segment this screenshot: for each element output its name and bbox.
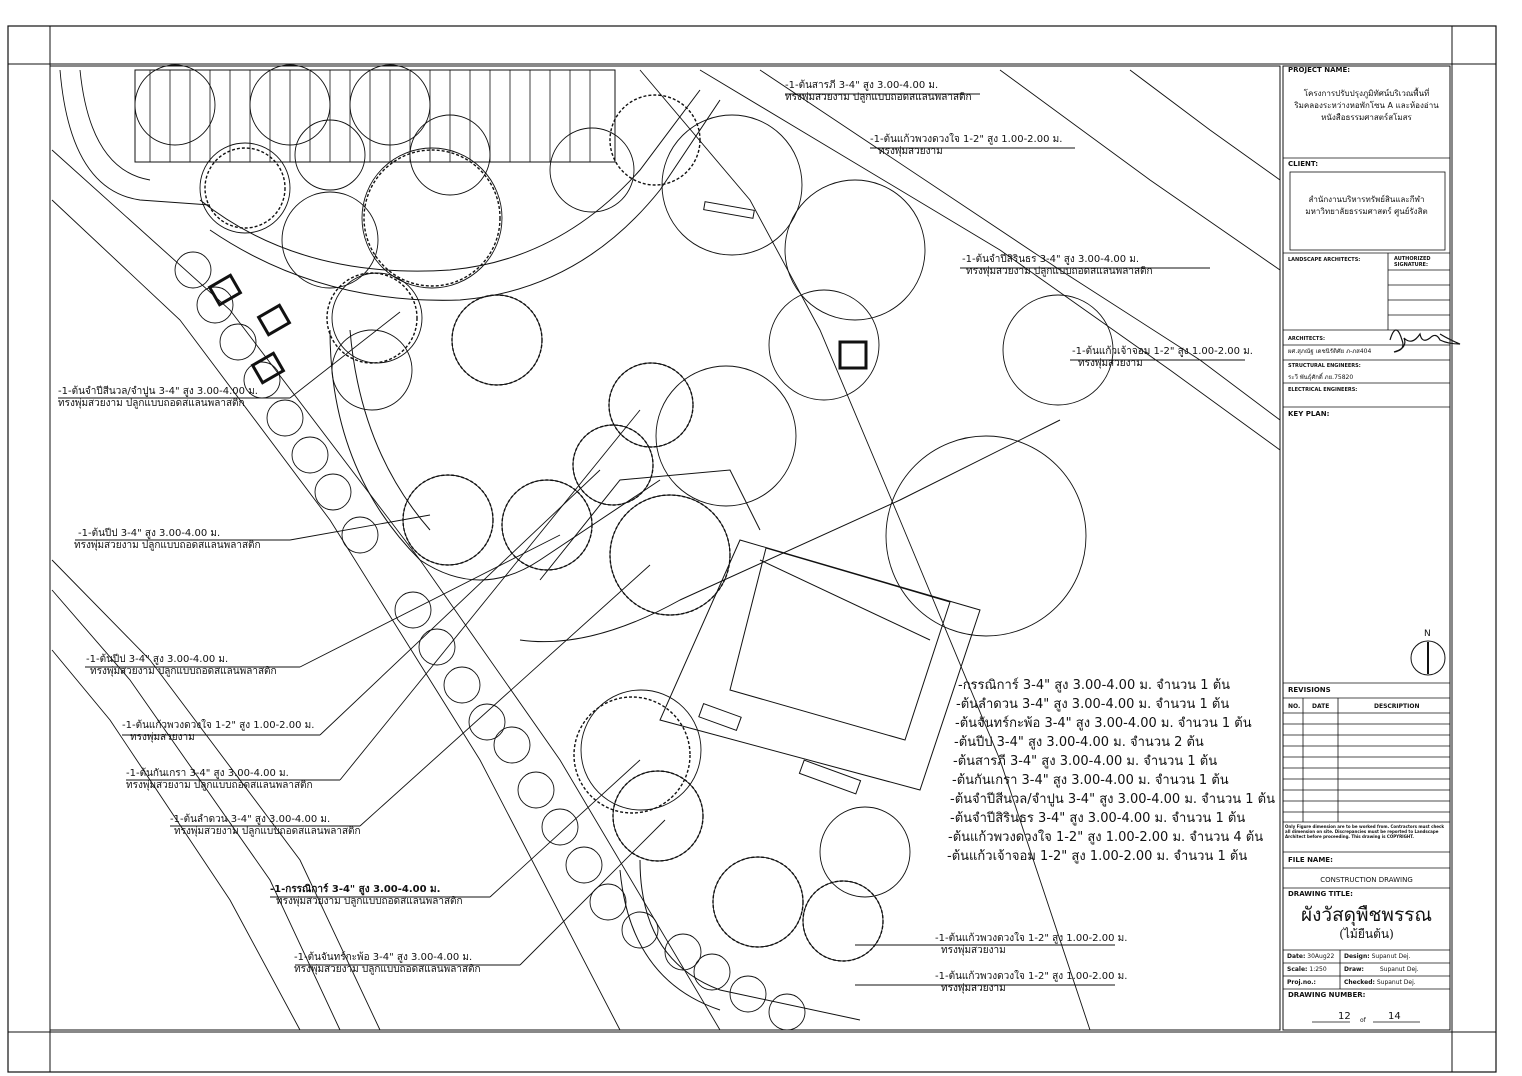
- design-field: Design: Supanut Dej.: [1344, 953, 1411, 960]
- summary-item: -ต้นจำปีสิรินธร 3-4" สูง 3.00-4.00 ม. จำ…: [950, 811, 1246, 826]
- summary-item: -ต้นจันทร์กะพ้อ 3-4" สูง 3.00-4.00 ม. จำ…: [955, 716, 1252, 731]
- label-kaew-puang-2: -1-ต้นแก้วพวงดวงใจ 1-2" สูง 1.00-2.00 ม.…: [122, 720, 315, 743]
- north-arrow-icon: N: [1424, 629, 1431, 639]
- scale-field: Scale: 1:250: [1287, 966, 1327, 973]
- architect-name: ผศ.สุภณัฐ เดชนิรัติศัย ภ-ภส404: [1288, 348, 1372, 355]
- copyright-note: Only Figure dimension are to be worked f…: [1285, 824, 1445, 839]
- revisions-label: REVISIONS: [1288, 686, 1331, 694]
- drawing-title-label: DRAWING TITLE:: [1288, 890, 1353, 898]
- signature: [1389, 329, 1461, 353]
- structural-engineer-name: ระวี พันธุ์ศักดิ์ ภย.75820: [1288, 374, 1354, 381]
- rev-col-date: DATE: [1312, 703, 1330, 710]
- project-name-label: PROJECT NAME:: [1288, 66, 1351, 74]
- summary-item: -ต้นแก้วเจ้าจอม 1-2" สูง 1.00-2.00 ม. จำ…: [947, 849, 1248, 864]
- summary-item: -ต้นปีป 3-4" สูง 3.00-4.00 ม. จำนวน 2 ต้…: [954, 735, 1204, 750]
- label-lamduan: -1-ต้นลำดวน 3-4" สูง 3.00-4.00 ม.ทรงพุ่ม…: [170, 814, 361, 837]
- file-name: CONSTRUCTION DRAWING: [1320, 876, 1413, 884]
- label-kaew-chao-chom: -1-ต้นแก้วเจ้าจอม 1-2" สูง 1.00-2.00 ม.ท…: [1072, 346, 1253, 369]
- label-champi-sirindhorn: -1-ต้นจำปีสิรินธร 3-4" สูง 3.00-4.00 ม.ท…: [962, 254, 1153, 277]
- summary-item: -ต้นลำดวน 3-4" สูง 3.00-4.00 ม. จำนวน 1 …: [956, 697, 1230, 712]
- rev-col-no: NO.: [1288, 703, 1301, 710]
- drawing-number-label: DRAWING NUMBER:: [1288, 991, 1366, 999]
- label-champi-sinuan: -1-ต้นจำปีสีนวล/จำปูน 3-4" สูง 3.00-4.00…: [58, 386, 258, 409]
- project-name: โครงการปรับปรุงภูมิทัศน์บริเวณพื้นที่ ริ…: [1294, 89, 1439, 122]
- summary-item: -ต้นแก้วพวงดวงใจ 1-2" สูง 1.00-2.00 ม. จ…: [948, 830, 1264, 845]
- file-name-label: FILE NAME:: [1288, 856, 1333, 864]
- label-chan-kapho: -1-ต้นจันทร์กะพ้อ 3-4" สูง 3.00-4.00 ม.ท…: [294, 952, 481, 975]
- summary-item: -ต้นกันเกรา 3-4" สูง 3.00-4.00 ม. จำนวน …: [952, 773, 1229, 788]
- label-peep-2: -1-ต้นปีป 3-4" สูง 3.00-4.00 ม.ทรงพุ่มสว…: [86, 654, 277, 677]
- proj-no-field: Proj.no.:: [1287, 979, 1316, 986]
- sheet-total: 14: [1388, 1011, 1401, 1022]
- drawing-title: ผังวัสดุพืชพรรณ: [1301, 904, 1432, 926]
- label-kan-krao: -1-ต้นกันเกรา 3-4" สูง 3.00-4.00 ม.ทรงพุ…: [126, 768, 313, 791]
- drawing-subtitle: (ไม้ยืนต้น): [1339, 927, 1394, 941]
- architects-label: ARCHITECTS:: [1288, 336, 1325, 342]
- rev-col-description: DESCRIPTION: [1374, 703, 1420, 710]
- sheet-number: 12: [1338, 1011, 1351, 1022]
- landscape-architects-label: LANDSCAPE ARCHITECTS:: [1288, 257, 1361, 263]
- summary-item: -ต้นจำปีสีนวล/จำปูน 3-4" สูง 3.00-4.00 ม…: [950, 792, 1276, 807]
- label-kaew-puang-4: -1-ต้นแก้วพวงดวงใจ 1-2" สูง 1.00-2.00 ม.…: [935, 971, 1128, 994]
- key-plan-label: KEY PLAN:: [1288, 410, 1330, 418]
- summary-item: -กรรณิการ์ 3-4" สูง 3.00-4.00 ม. จำนวน 1…: [958, 678, 1231, 693]
- label-kaew-puang-1: -1-ต้นแก้วพวงดวงใจ 1-2" สูง 1.00-2.00 ม.…: [870, 134, 1063, 157]
- title-block: PROJECT NAME: โครงการปรับปรุงภูมิทัศน์บร…: [1284, 64, 1449, 1032]
- plant-summary-list: -กรรณิการ์ 3-4" สูง 3.00-4.00 ม. จำนวน 1…: [947, 676, 1276, 866]
- label-kannika: -1-กรรณิการ์ 3-4" สูง 3.00-4.00 ม.ทรงพุ่…: [270, 884, 463, 907]
- label-peep-1: -1-ต้นปีป 3-4" สูง 3.00-4.00 ม.ทรงพุ่มสว…: [74, 528, 261, 551]
- structural-engineers-label: STRUCTURAL ENGINEERS:: [1288, 363, 1361, 369]
- date-field: Date: 30Aug22: [1287, 953, 1335, 960]
- label-saraphi: -1-ต้นสารภี 3-4" สูง 3.00-4.00 ม.ทรงพุ่ม…: [785, 80, 972, 103]
- checked-field: Checked: Supanut Dej.: [1344, 979, 1416, 986]
- label-kaew-puang-3: -1-ต้นแก้วพวงดวงใจ 1-2" สูง 1.00-2.00 ม.…: [935, 933, 1128, 956]
- draw-field: Draw: Supanut Dej.: [1344, 966, 1419, 973]
- summary-item: -ต้นสารภี 3-4" สูง 3.00-4.00 ม. จำนวน 1 …: [953, 754, 1218, 769]
- client-label: CLIENT:: [1288, 160, 1319, 168]
- authorized-signature-label: AUTHORIZED SIGNATURE:: [1394, 256, 1431, 268]
- electrical-engineers-label: ELECTRICAL ENGINEERS:: [1288, 387, 1358, 393]
- client: สำนักงานบริหารทรัพย์สินและกีฬา มหาวิทยาล…: [1305, 195, 1428, 216]
- sheet-of: of: [1360, 1017, 1366, 1024]
